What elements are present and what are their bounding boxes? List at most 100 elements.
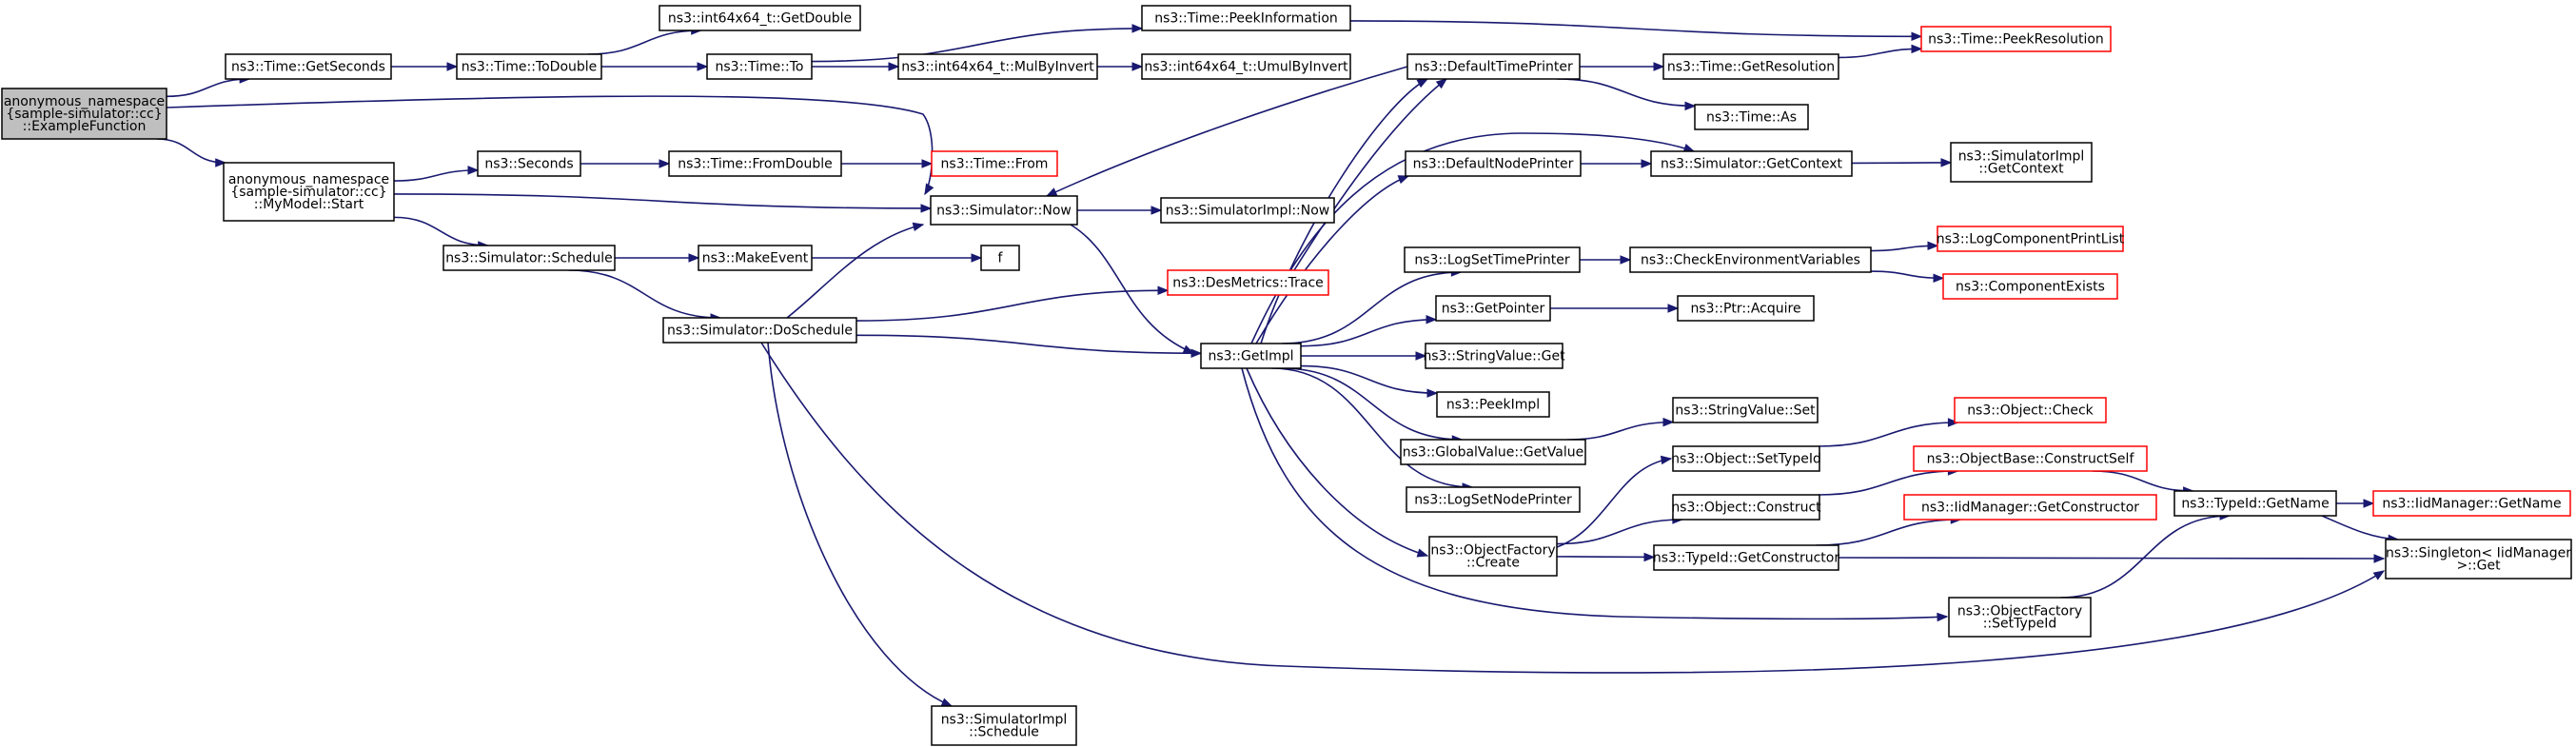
node-peekinfo[interactable]: ns3::Time::PeekInformation bbox=[1141, 5, 1351, 31]
node-globalvalue-getvalue[interactable]: ns3::GlobalValue::GetValue bbox=[1400, 439, 1586, 465]
edge-arrowhead bbox=[888, 62, 900, 71]
call-edge-getimpl-to-objfactory_create bbox=[1246, 367, 1429, 558]
node-logsetnodeprinter[interactable]: ns3::LogSetNodePrinter bbox=[1406, 486, 1581, 513]
node-objfactory-create[interactable]: ns3::ObjectFactory::Create bbox=[1428, 536, 1558, 577]
edge-arrowhead bbox=[924, 183, 934, 196]
node-makeevent[interactable]: ns3::MakeEvent bbox=[698, 245, 813, 271]
node-sim-now[interactable]: ns3::Simulator::Now bbox=[930, 195, 1078, 226]
node-singleton-get[interactable]: ns3::Singleton< IidManager>::Get bbox=[2385, 539, 2572, 580]
node-typeid-getname[interactable]: ns3::TypeId::GetName bbox=[2173, 490, 2337, 517]
edge-arrowhead bbox=[1940, 158, 1953, 167]
edge-arrowhead bbox=[697, 62, 709, 71]
node-box bbox=[931, 150, 1058, 177]
edge-line bbox=[156, 138, 226, 164]
node-simimpl-schedule[interactable]: ns3::SimulatorImpl::Schedule bbox=[931, 705, 1077, 746]
node-time-from[interactable]: ns3::Time::From bbox=[931, 150, 1058, 177]
node-label: f bbox=[998, 251, 1004, 266]
node-label: ns3::Simulator::Now bbox=[936, 204, 1072, 219]
edge-line bbox=[1250, 132, 1695, 344]
edge-arrowhead bbox=[1911, 31, 1923, 42]
node-getpointer[interactable]: ns3::GetPointer bbox=[1435, 295, 1551, 322]
node-time-to[interactable]: ns3::Time::To bbox=[706, 53, 813, 80]
node-box bbox=[931, 705, 1077, 746]
edge-line bbox=[767, 342, 953, 707]
node-box bbox=[1672, 445, 1820, 472]
node-fromdouble[interactable]: ns3::Time::FromDouble bbox=[668, 150, 842, 177]
node-todouble[interactable]: ns3::Time::ToDouble bbox=[456, 53, 602, 80]
edge-line bbox=[760, 342, 2385, 674]
node-seconds[interactable]: ns3::Seconds bbox=[477, 150, 581, 177]
node-defnodeprinter[interactable]: ns3::DefaultNodePrinter bbox=[1405, 150, 1582, 177]
edge-arrowhead bbox=[971, 253, 983, 263]
edge-line bbox=[393, 169, 479, 182]
node-objfactory-settypeid[interactable]: ns3::ObjectFactory::SetTypeId bbox=[1948, 597, 2092, 638]
node-schedule[interactable]: ns3::Simulator::Schedule bbox=[442, 245, 616, 271]
node-getdouble[interactable]: ns3::int64x64_t::GetDouble bbox=[659, 5, 861, 31]
node-getseconds[interactable]: ns3::Time::GetSeconds bbox=[225, 53, 392, 80]
node-object-check[interactable]: ns3::Object::Check bbox=[1954, 397, 2107, 423]
node-desmetrics[interactable]: ns3::DesMetrics::Trace bbox=[1167, 269, 1329, 296]
edge-line bbox=[1819, 470, 1958, 496]
node-simimpl-getcontext[interactable]: ns3::SimulatorImpl::GetContext bbox=[1950, 142, 2093, 183]
node-iidmgr-getconstructor[interactable]: ns3::IidManager::GetConstructor bbox=[1903, 494, 2157, 521]
call-edge-globalvalue_getvalue-to-stringvalue_set bbox=[1567, 417, 1675, 441]
node-componentexists[interactable]: ns3::ComponentExists bbox=[1942, 273, 2118, 300]
node-box bbox=[1, 88, 167, 140]
node-label: ns3::Time::FromDouble bbox=[678, 157, 833, 172]
node-deftimeprinter[interactable]: ns3::DefaultTimePrinter bbox=[1406, 53, 1581, 80]
node-peekres[interactable]: ns3::Time::PeekResolution bbox=[1920, 26, 2112, 52]
edge-arrowhead bbox=[1641, 159, 1653, 168]
node-umulbyinvert[interactable]: ns3::int64x64_t::UmulByInvert bbox=[1141, 53, 1351, 80]
node-stringvalue-get[interactable]: ns3::StringValue::Get bbox=[1423, 343, 1565, 369]
node-box bbox=[1920, 26, 2112, 52]
call-edge-getimpl-to-defnodeprinter bbox=[1255, 175, 1410, 344]
node-object-settypeid[interactable]: ns3::Object::SetTypeId bbox=[1671, 445, 1821, 472]
node-label: ns3::DefaultNodePrinter bbox=[1413, 157, 1574, 172]
edge-arrowhead bbox=[912, 222, 925, 232]
call-edge-deftimeprinter-to-getresolution bbox=[1580, 62, 1665, 71]
node-objbase-constructself[interactable]: ns3::ObjectBase::ConstructSelf bbox=[1913, 445, 2148, 472]
edge-line bbox=[1282, 271, 1462, 344]
call-edge-getimpl-to-objfactory_settypeid bbox=[1241, 367, 1949, 622]
node-logcompprintlist[interactable]: ns3::LogComponentPrintList bbox=[1937, 226, 2125, 252]
node-box bbox=[1160, 197, 1335, 224]
node-ptr-acquire[interactable]: ns3::Ptr::Acquire bbox=[1677, 295, 1815, 322]
node-getcontext[interactable]: ns3::Simulator::GetContext bbox=[1650, 150, 1853, 177]
node-simimpl-now[interactable]: ns3::SimulatorImpl::Now bbox=[1160, 197, 1335, 224]
node-peekimpl[interactable]: ns3::PeekImpl bbox=[1436, 391, 1550, 418]
node-box bbox=[1937, 226, 2124, 252]
edge-arrowhead bbox=[659, 159, 671, 168]
node-box bbox=[1653, 544, 1839, 571]
node-box bbox=[1942, 273, 2118, 300]
edge-line bbox=[393, 193, 932, 209]
node-label: ns3::TypeId::GetConstructor bbox=[1653, 551, 1839, 566]
edge-line bbox=[1838, 557, 2385, 560]
node-label: {sample-simulator::cc} bbox=[230, 185, 386, 200]
edge-line bbox=[166, 95, 934, 195]
node-time-as[interactable]: ns3::Time::As bbox=[1694, 104, 1809, 130]
node-mymodel-start[interactable]: anonymous_namespace{sample-simulator::cc… bbox=[223, 162, 395, 222]
edge-arrowhead bbox=[1190, 348, 1203, 358]
node-logsettimeprinter[interactable]: ns3::LogSetTimePrinter bbox=[1404, 246, 1581, 273]
node-typeid-getconstructor[interactable]: ns3::TypeId::GetConstructor bbox=[1653, 544, 1839, 571]
node-doschedule[interactable]: ns3::Simulator::DoSchedule bbox=[662, 317, 857, 344]
node-label: ns3::LogComponentPrintList bbox=[1937, 232, 2125, 247]
node-getimpl[interactable]: ns3::GetImpl bbox=[1200, 343, 1302, 369]
node-mulbyinvert[interactable]: ns3::int64x64_t::MulByInvert bbox=[897, 53, 1098, 80]
node-stringvalue-set[interactable]: ns3::StringValue::Set bbox=[1672, 397, 1819, 423]
node-example[interactable]: anonymous_namespace{sample-simulator::cc… bbox=[1, 88, 167, 140]
node-checkenv[interactable]: ns3::CheckEnvironmentVariables bbox=[1629, 246, 1872, 273]
node-box bbox=[1405, 150, 1582, 177]
node-label: ns3::Object::Check bbox=[1967, 403, 2094, 419]
node-getresolution[interactable]: ns3::Time::GetResolution bbox=[1662, 53, 1839, 80]
edge-arrowhead bbox=[688, 253, 700, 263]
call-edge-desmetrics-to-deftimeprinter bbox=[1293, 78, 1448, 271]
node-object-construct[interactable]: ns3::Object::Construct bbox=[1671, 494, 1821, 521]
node-label: ::MyModel::Start bbox=[254, 197, 364, 212]
call-edge-peekinfo-to-peekres bbox=[1349, 20, 1923, 42]
edge-line bbox=[2321, 515, 2399, 541]
node-label: ns3::ObjectFactory bbox=[1430, 543, 1555, 559]
node-f[interactable]: f bbox=[980, 245, 1020, 271]
node-label: ::Create bbox=[1466, 556, 1520, 571]
node-iidmgr-getname[interactable]: ns3::IidManager::GetName bbox=[2372, 490, 2571, 517]
